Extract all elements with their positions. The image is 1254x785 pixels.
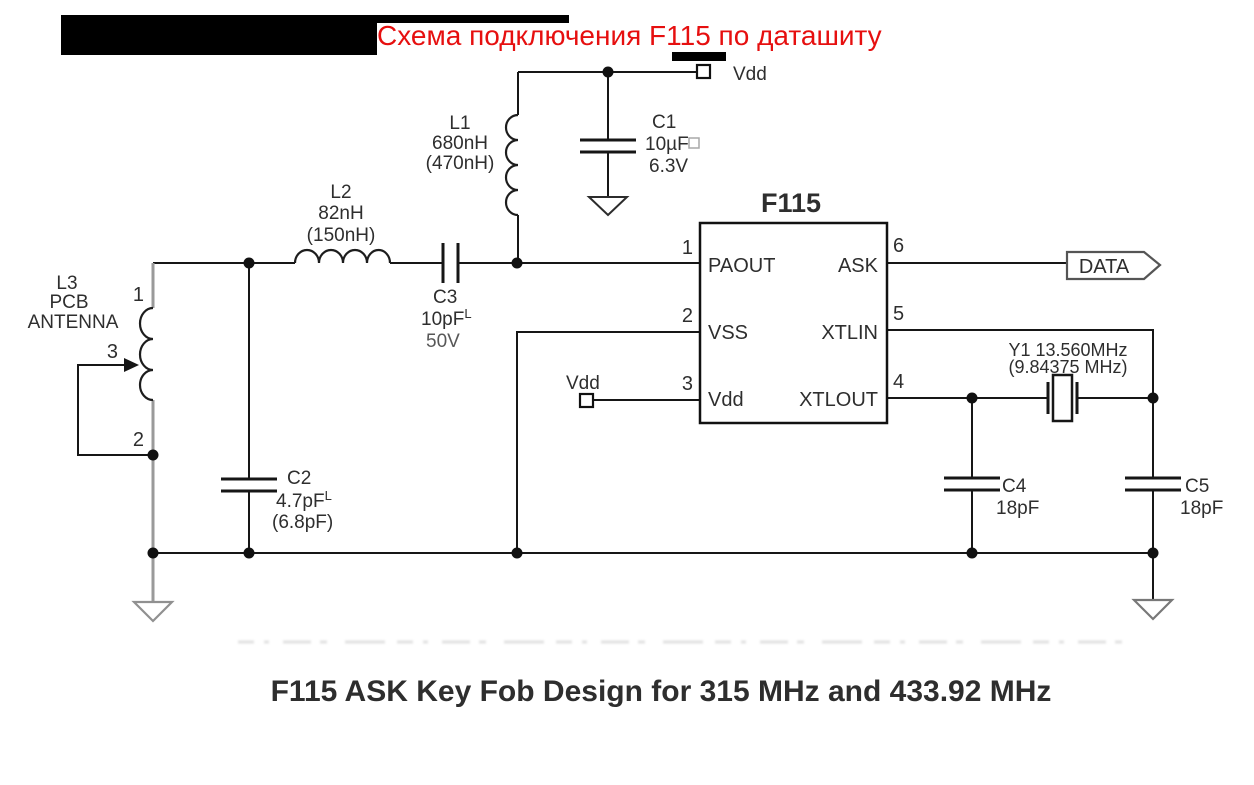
svg-text:PAOUT: PAOUT — [708, 255, 775, 277]
svg-text:(9.84375 MHz): (9.84375 MHz) — [1008, 357, 1127, 377]
vdd-terminal-pin3: Vdd — [566, 373, 600, 409]
svg-text:82nH: 82nH — [318, 203, 363, 224]
redaction-bar-thick — [61, 23, 377, 55]
svg-text:DATA: DATA — [1079, 256, 1130, 278]
svg-text:50V: 50V — [426, 331, 460, 352]
antenna-pin-3: 3 — [107, 341, 118, 363]
svg-text:5: 5 — [893, 303, 904, 325]
svg-text:(6.8pF): (6.8pF) — [272, 512, 333, 533]
svg-text:(470nH): (470nH) — [426, 153, 495, 174]
page-title: Схема подключения F115 по даташиту — [377, 20, 882, 51]
svg-text:XTLOUT: XTLOUT — [799, 389, 878, 411]
data-output-flag: DATA — [1065, 250, 1162, 281]
svg-text:680nH: 680nH — [432, 133, 488, 154]
svg-text:Vdd: Vdd — [733, 64, 767, 85]
antenna-pin-1: 1 — [133, 284, 144, 306]
svg-text:(150nH): (150nH) — [307, 225, 376, 246]
svg-text:C3: C3 — [433, 287, 457, 308]
svg-text:6: 6 — [893, 235, 904, 257]
ground-symbol-right — [1131, 598, 1175, 621]
ground-symbol-left — [131, 600, 175, 623]
svg-text:4.7pFL: 4.7pFL — [276, 488, 332, 512]
ic-f115: F115 1 2 3 6 5 4 PAOUT VSS Vdd ASK XTLIN… — [682, 188, 904, 425]
svg-text:4: 4 — [893, 371, 904, 393]
ic-body — [698, 221, 889, 425]
svg-text:ASK: ASK — [838, 255, 879, 277]
inductor-l2: L2 82nH (150nH) — [293, 182, 392, 264]
svg-text:18pF: 18pF — [996, 498, 1039, 519]
svg-text:Vdd: Vdd — [566, 373, 600, 394]
ground-symbol-c1 — [586, 196, 630, 217]
svg-text:L2: L2 — [330, 182, 351, 203]
svg-text:10pFL: 10pFL — [421, 306, 472, 330]
ic-title: F115 — [761, 188, 821, 218]
figure-caption: F115 ASK Key Fob Design for 315 MHz and … — [271, 675, 1052, 708]
svg-text:3: 3 — [682, 373, 693, 395]
svg-text:Vdd: Vdd — [708, 389, 744, 411]
svg-text:C1: C1 — [652, 112, 676, 133]
redaction-bar-small — [672, 52, 726, 61]
svg-text:ANTENNA: ANTENNA — [28, 312, 119, 333]
junction-dots — [147, 66, 1159, 559]
svg-text:VSS: VSS — [708, 322, 748, 344]
svg-text:L3: L3 — [56, 273, 77, 294]
svg-text:PCB: PCB — [49, 292, 88, 313]
crystal-body — [1051, 373, 1074, 423]
svg-text:1: 1 — [682, 237, 693, 259]
svg-text:L1: L1 — [449, 113, 470, 134]
svg-text:6.3V: 6.3V — [649, 156, 688, 177]
artifact-square — [688, 137, 700, 149]
crystal-y1: Y1 13.560MHz (9.84375 MHz) — [1008, 340, 1128, 423]
svg-text:18pF: 18pF — [1180, 498, 1223, 519]
capacitor-c2: C2 4.7pFL (6.8pF) — [221, 468, 333, 533]
antenna-l3: L3 PCB ANTENNA 1 3 2 — [28, 273, 175, 623]
data-flag-shape — [1065, 250, 1162, 281]
wires — [77, 71, 1154, 602]
capacitor-c5: C5 18pF — [1125, 476, 1223, 621]
vdd-terminal-top: Vdd — [695, 63, 767, 85]
inductor-l1: L1 680nH (470nH) — [426, 113, 519, 217]
svg-text:10µF: 10µF — [645, 134, 689, 155]
svg-text:XTLIN: XTLIN — [821, 322, 878, 344]
vdd-square-top — [695, 63, 712, 80]
capacitor-c4: C4 18pF — [944, 476, 1039, 519]
vdd-square-pin3 — [578, 392, 595, 409]
redaction-bar-thin — [61, 15, 569, 23]
svg-text:C2: C2 — [287, 468, 311, 489]
svg-text:C4: C4 — [1002, 476, 1027, 497]
capacitor-c3: C3 10pFL 50V — [421, 243, 472, 352]
svg-text:2: 2 — [682, 305, 693, 327]
tap-arrowhead — [124, 358, 139, 372]
svg-text:C5: C5 — [1185, 476, 1209, 497]
antenna-pin-2: 2 — [133, 429, 144, 451]
capacitor-c1: C1 10µF 6.3V — [580, 112, 700, 217]
svg-text:Y1 13.560MHz: Y1 13.560MHz — [1008, 340, 1127, 360]
